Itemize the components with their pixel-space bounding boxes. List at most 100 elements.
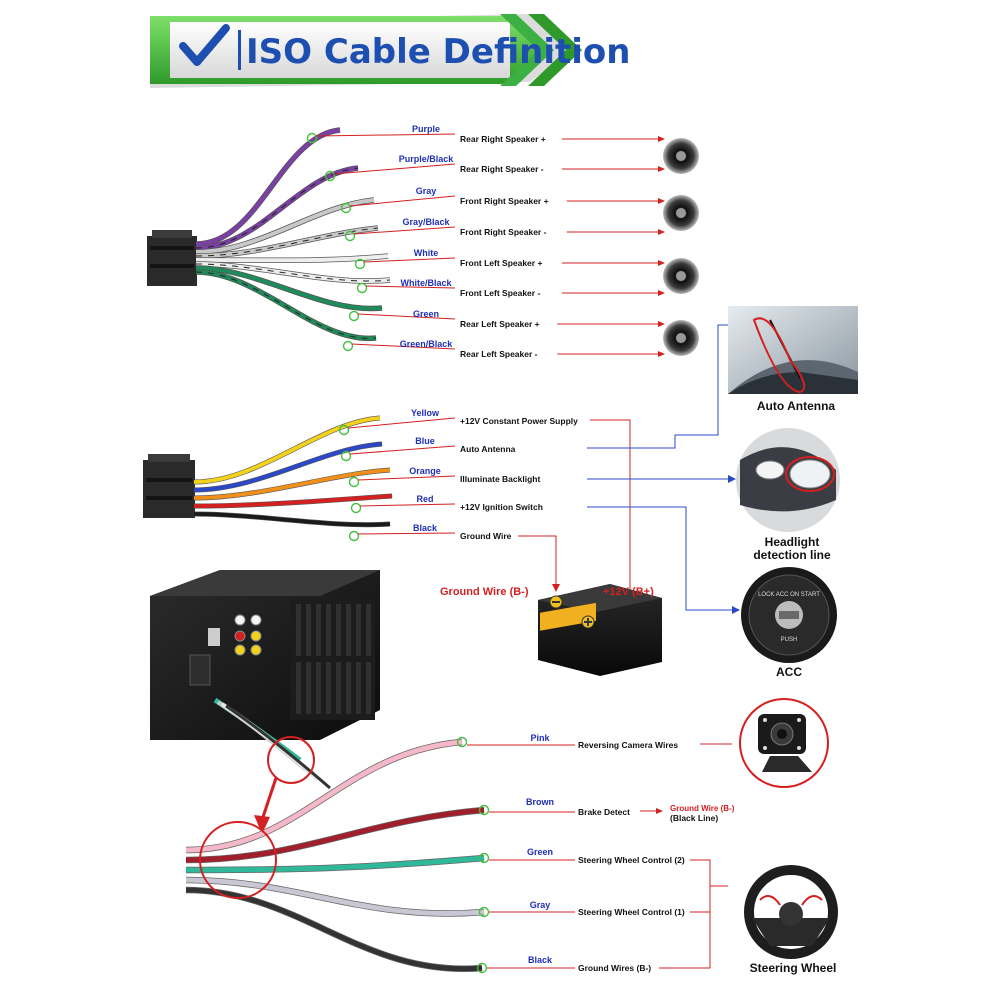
arrow-head-green-black [658, 351, 665, 357]
battery-plus-label: +12V (B+) [603, 586, 654, 598]
function-label-brake-detect: Brake Detect [578, 807, 630, 817]
top-harness-connector [147, 230, 197, 286]
test-point-purple-black [324, 170, 336, 182]
heatsink-fin [326, 662, 331, 714]
test-point-black [476, 962, 488, 974]
test-point-pink [456, 736, 468, 748]
test-point-gray [478, 906, 490, 918]
test-point-red [350, 502, 362, 514]
heatsink-fin [356, 662, 361, 714]
double-chevron-icon [500, 14, 582, 86]
wire-purple-black [195, 166, 359, 250]
test-point-blue [340, 450, 352, 462]
wire-color-label-white: White [414, 248, 439, 258]
wire-color-label-red: Red [416, 494, 433, 504]
brake-note-line2: (Black Line) [670, 813, 718, 823]
arrow-head-green [658, 321, 665, 327]
wire-color-label-green: Green [413, 309, 439, 319]
caption-headlight-1: Headlight [765, 535, 820, 549]
page-title: ISO Cable Definition [246, 32, 630, 72]
test-point-purple [306, 132, 318, 144]
leader-blue [349, 445, 456, 455]
leader-gray [349, 195, 456, 207]
wire-color-label-green-black: Green/Black [400, 339, 454, 349]
test-point-gray-black [344, 230, 356, 242]
test-point-green [348, 310, 360, 322]
wire-blue [193, 442, 383, 492]
wire-pink [185, 739, 463, 853]
heatsink-fin [346, 604, 351, 656]
head-unit-image [150, 570, 380, 834]
function-label-front-right-speaker: Front Right Speaker - [460, 227, 547, 237]
wire-gray [185, 877, 485, 917]
mid-harness-connector [143, 454, 195, 518]
battery-ground-label: Ground Wire (B-) [440, 586, 529, 598]
arrow-head-purple [658, 136, 665, 142]
function-label-12v-constant-power-supply: +12V Constant Power Supply [460, 416, 578, 426]
heatsink-fin [356, 604, 361, 656]
function-label-ground-wire: Ground Wire [460, 531, 512, 541]
wire-green [185, 855, 485, 873]
function-label-front-left-speaker: Front Left Speaker - [460, 288, 540, 298]
wire-color-label-pink: Pink [530, 733, 550, 743]
wire-black [193, 512, 391, 527]
function-label-front-right-speaker: Front Right Speaker + [460, 196, 549, 206]
function-label-rear-right-speaker: Rear Right Speaker - [460, 164, 544, 174]
function-label-12v-ignition-switch: +12V Ignition Switch [460, 502, 543, 512]
heatsink-fin [336, 662, 341, 714]
heatsink-fin [326, 604, 331, 656]
heatsink-fin [316, 662, 321, 714]
wire-color-label-gray-black: Gray/Black [402, 217, 450, 227]
leader-red [359, 503, 456, 507]
wire-gray [195, 198, 375, 254]
heatsink-fin [366, 604, 371, 656]
wire-red [193, 494, 393, 508]
speaker-icon-rear-right [663, 138, 699, 174]
rear-harness-wires [185, 736, 575, 974]
test-point-white-black [356, 282, 368, 294]
wire-color-label-gray: Gray [530, 900, 551, 910]
caption-headlight-2: detection line [753, 548, 831, 562]
leader-white-black [365, 285, 456, 289]
leader-orange [357, 475, 456, 481]
wire-yellow [193, 416, 381, 484]
wire-outline-purple [195, 127, 341, 247]
leader-black [357, 532, 456, 535]
caption-steering-wheel: Steering Wheel [750, 961, 837, 975]
function-label-rear-left-speaker: Rear Left Speaker + [460, 319, 540, 329]
mid-harness-labels: Yellow+12V Constant Power SupplyBlueAuto… [409, 408, 578, 541]
brake-note: Ground Wire (B-) (Black Line) [640, 804, 735, 823]
wire-color-label-green: Green [527, 847, 553, 857]
heatsink-fin [346, 662, 351, 714]
speaker-icon-rear-left [663, 320, 699, 356]
wire-color-label-purple-black: Purple/Black [399, 154, 455, 164]
wire-white [195, 254, 389, 263]
wire-green [195, 266, 383, 311]
check-icon [179, 24, 230, 66]
reversing-camera-image [739, 698, 829, 788]
zoom-circle [199, 821, 277, 899]
heatsink-fin [296, 604, 301, 656]
test-point-white [354, 258, 366, 270]
wire-color-label-black: Black [413, 523, 438, 533]
wire-color-label-purple: Purple [412, 124, 440, 134]
mid-harness-wires [193, 415, 456, 542]
wire-black [185, 887, 483, 972]
arrow-head-white-black [658, 290, 665, 296]
wire-brown [185, 807, 485, 863]
auto-antenna-image: Auto Antenna [728, 306, 858, 413]
speaker-icon-front-right [663, 195, 699, 231]
test-point-green-black [342, 340, 354, 352]
leader-purple [315, 133, 456, 137]
acc-push-text: PUSH [781, 637, 798, 643]
heatsink-fin [306, 604, 311, 656]
wire-color-label-yellow: Yellow [411, 408, 440, 418]
leader-white [363, 257, 456, 263]
banner: ISO Cable Definition [150, 14, 630, 88]
heatsink-fin [296, 662, 301, 714]
function-label-reversing-camera-wires: Reversing Camera Wires [578, 740, 678, 750]
function-label-ground-wires-b: Ground Wires (B-) [578, 963, 651, 973]
function-label-auto-antenna: Auto Antenna [460, 444, 516, 454]
battery-image: Ground Wire (B-) +12V (B+) [440, 584, 662, 676]
